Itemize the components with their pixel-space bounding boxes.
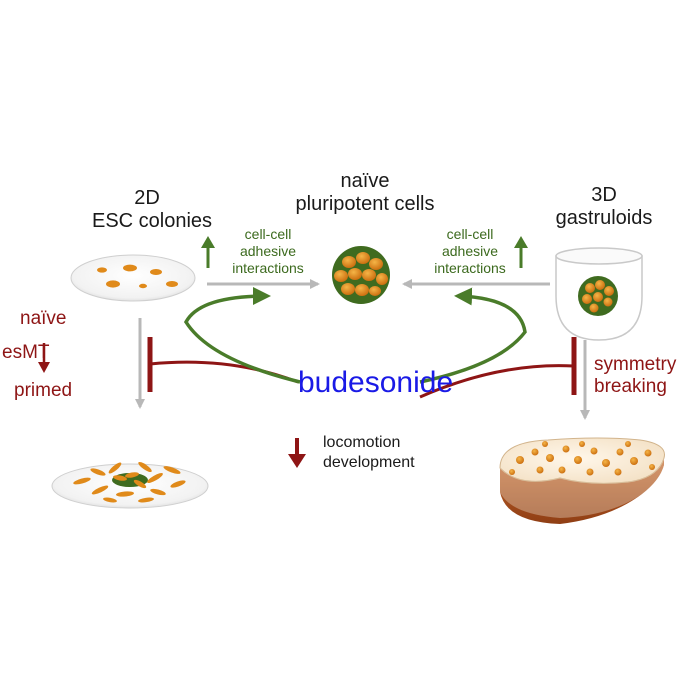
esc-title-line-1: 2D [134, 187, 160, 209]
adhesion-right-line-3: interactions [434, 259, 506, 276]
esc-title: 2D ESC colonies [92, 187, 213, 233]
primed-state-label: primed [14, 380, 73, 401]
naive-title: naïve pluripotent cells [290, 170, 440, 216]
adhesion-right-line-1: cell-cell [446, 226, 494, 242]
naive-cell-cluster [332, 246, 390, 304]
adhesion-left-line-1: cell-cell [244, 226, 292, 242]
naive-title-line-2: pluripotent cells [295, 193, 435, 215]
symmetry-breaking-label: symmetry breaking [594, 354, 676, 398]
down-arrow-effect-icon [288, 438, 306, 468]
effect-label: locomotion development [323, 433, 415, 473]
adhesion-left-line-2: adhesive [239, 242, 297, 259]
adhesion-label-right: cell-cell adhesive interactions [424, 226, 516, 276]
green-curve-left [183, 287, 301, 384]
gastruloid-title-line-2: gastruloids [555, 207, 653, 229]
esmt-label: esMT [2, 342, 50, 363]
primed-colony-plate [51, 461, 209, 509]
green-curve-right [419, 287, 527, 384]
gastruloid-title-line-1: 3D [591, 184, 617, 206]
effect-line-1: locomotion [323, 434, 401, 451]
symmetry-line-2: breaking [594, 375, 667, 397]
gastruloid-title: 3D gastruloids [544, 184, 664, 230]
esc-colony-plate [70, 254, 196, 302]
naive-title-line-1: naïve [340, 170, 390, 192]
gastruloid-well [555, 247, 643, 341]
naive-state-label: naïve [20, 308, 67, 329]
elongated-gastruloid [499, 437, 665, 524]
inhibit-curve-left [149, 360, 299, 384]
up-arrow-left-icon [201, 236, 215, 268]
down-arrow-esmt-icon [38, 343, 50, 373]
up-arrow-right-icon [514, 236, 528, 268]
esc-title-line-2: ESC colonies [92, 210, 213, 232]
symmetry-line-1: symmetry [594, 354, 677, 375]
adhesion-left-line-3: interactions [232, 259, 304, 276]
effect-line-2: development [323, 454, 415, 471]
drug-label: budesonide [298, 366, 454, 399]
inhibit-curve-right [419, 364, 575, 399]
adhesion-label-left: cell-cell adhesive interactions [222, 226, 314, 276]
adhesion-right-line-2: adhesive [441, 242, 499, 259]
